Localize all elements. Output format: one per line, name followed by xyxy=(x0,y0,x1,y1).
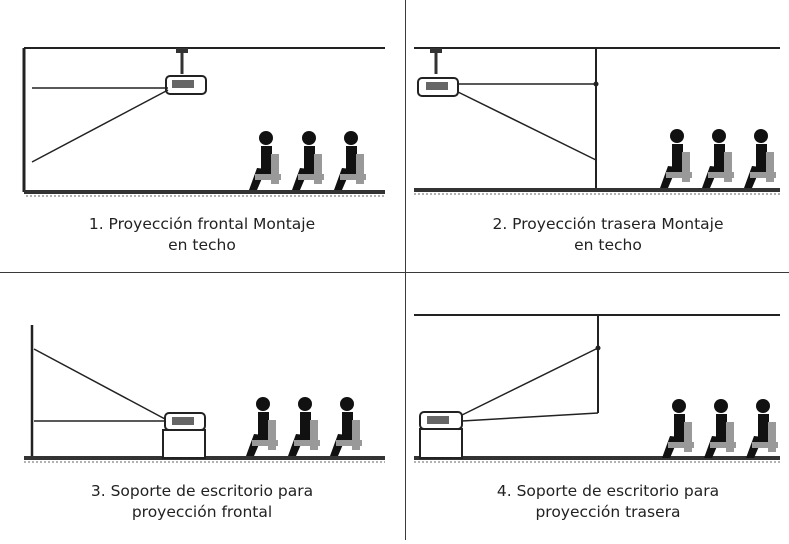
projector-ceiling-mount xyxy=(165,48,207,95)
horizontal-divider xyxy=(0,272,789,273)
panel-caption: 3. Soporte de escritorio para proyección… xyxy=(0,481,404,523)
caption-line: 4. Soporte de escritorio para xyxy=(496,482,720,500)
audience-icon xyxy=(246,397,362,456)
audience-icon xyxy=(660,129,776,188)
beam-bottom xyxy=(461,412,599,422)
panel-caption: 2. Proyección trasera Montaje en techo xyxy=(406,214,789,256)
panel-ceiling-front-projection: 1. Proyección frontal Montaje en techo xyxy=(0,0,404,271)
caption-line: 3. Soporte de escritorio para xyxy=(90,482,314,500)
caption-line: 1. Proyección frontal Montaje xyxy=(88,215,316,233)
caption-line: 2. Proyección trasera Montaje xyxy=(492,215,724,233)
ceiling-front-illustration xyxy=(22,47,385,197)
caption-line: en techo xyxy=(168,236,236,254)
caption-line: proyección trasera xyxy=(535,503,681,521)
caption-line: proyección frontal xyxy=(131,503,273,521)
panel-ceiling-rear-projection: 2. Proyección trasera Montaje en techo xyxy=(406,0,789,271)
projector-desk xyxy=(419,411,463,459)
ceiling-rear-illustration xyxy=(414,47,780,195)
vertical-divider xyxy=(405,0,406,540)
panel-desktop-rear-projection: 4. Soporte de escritorio para proyección… xyxy=(406,273,789,544)
desk xyxy=(162,429,206,459)
projector-desk xyxy=(162,412,206,459)
caption-line: en techo xyxy=(574,236,642,254)
beam-bottom xyxy=(31,89,169,163)
desktop-rear-illustration xyxy=(414,314,780,463)
panel-caption: 4. Soporte de escritorio para proyección… xyxy=(406,481,789,523)
beam-top xyxy=(33,348,166,420)
audience-icon xyxy=(662,399,778,458)
audience-icon xyxy=(249,131,366,190)
desktop-front-illustration xyxy=(24,325,385,463)
panel-desktop-front-projection: 3. Soporte de escritorio para proyección… xyxy=(0,273,404,544)
panel-caption: 1. Proyección frontal Montaje en techo xyxy=(0,214,404,256)
projector-ceiling-mount xyxy=(417,48,459,97)
desk xyxy=(419,428,463,459)
beam-top xyxy=(461,347,599,416)
beam-bottom xyxy=(457,91,597,161)
